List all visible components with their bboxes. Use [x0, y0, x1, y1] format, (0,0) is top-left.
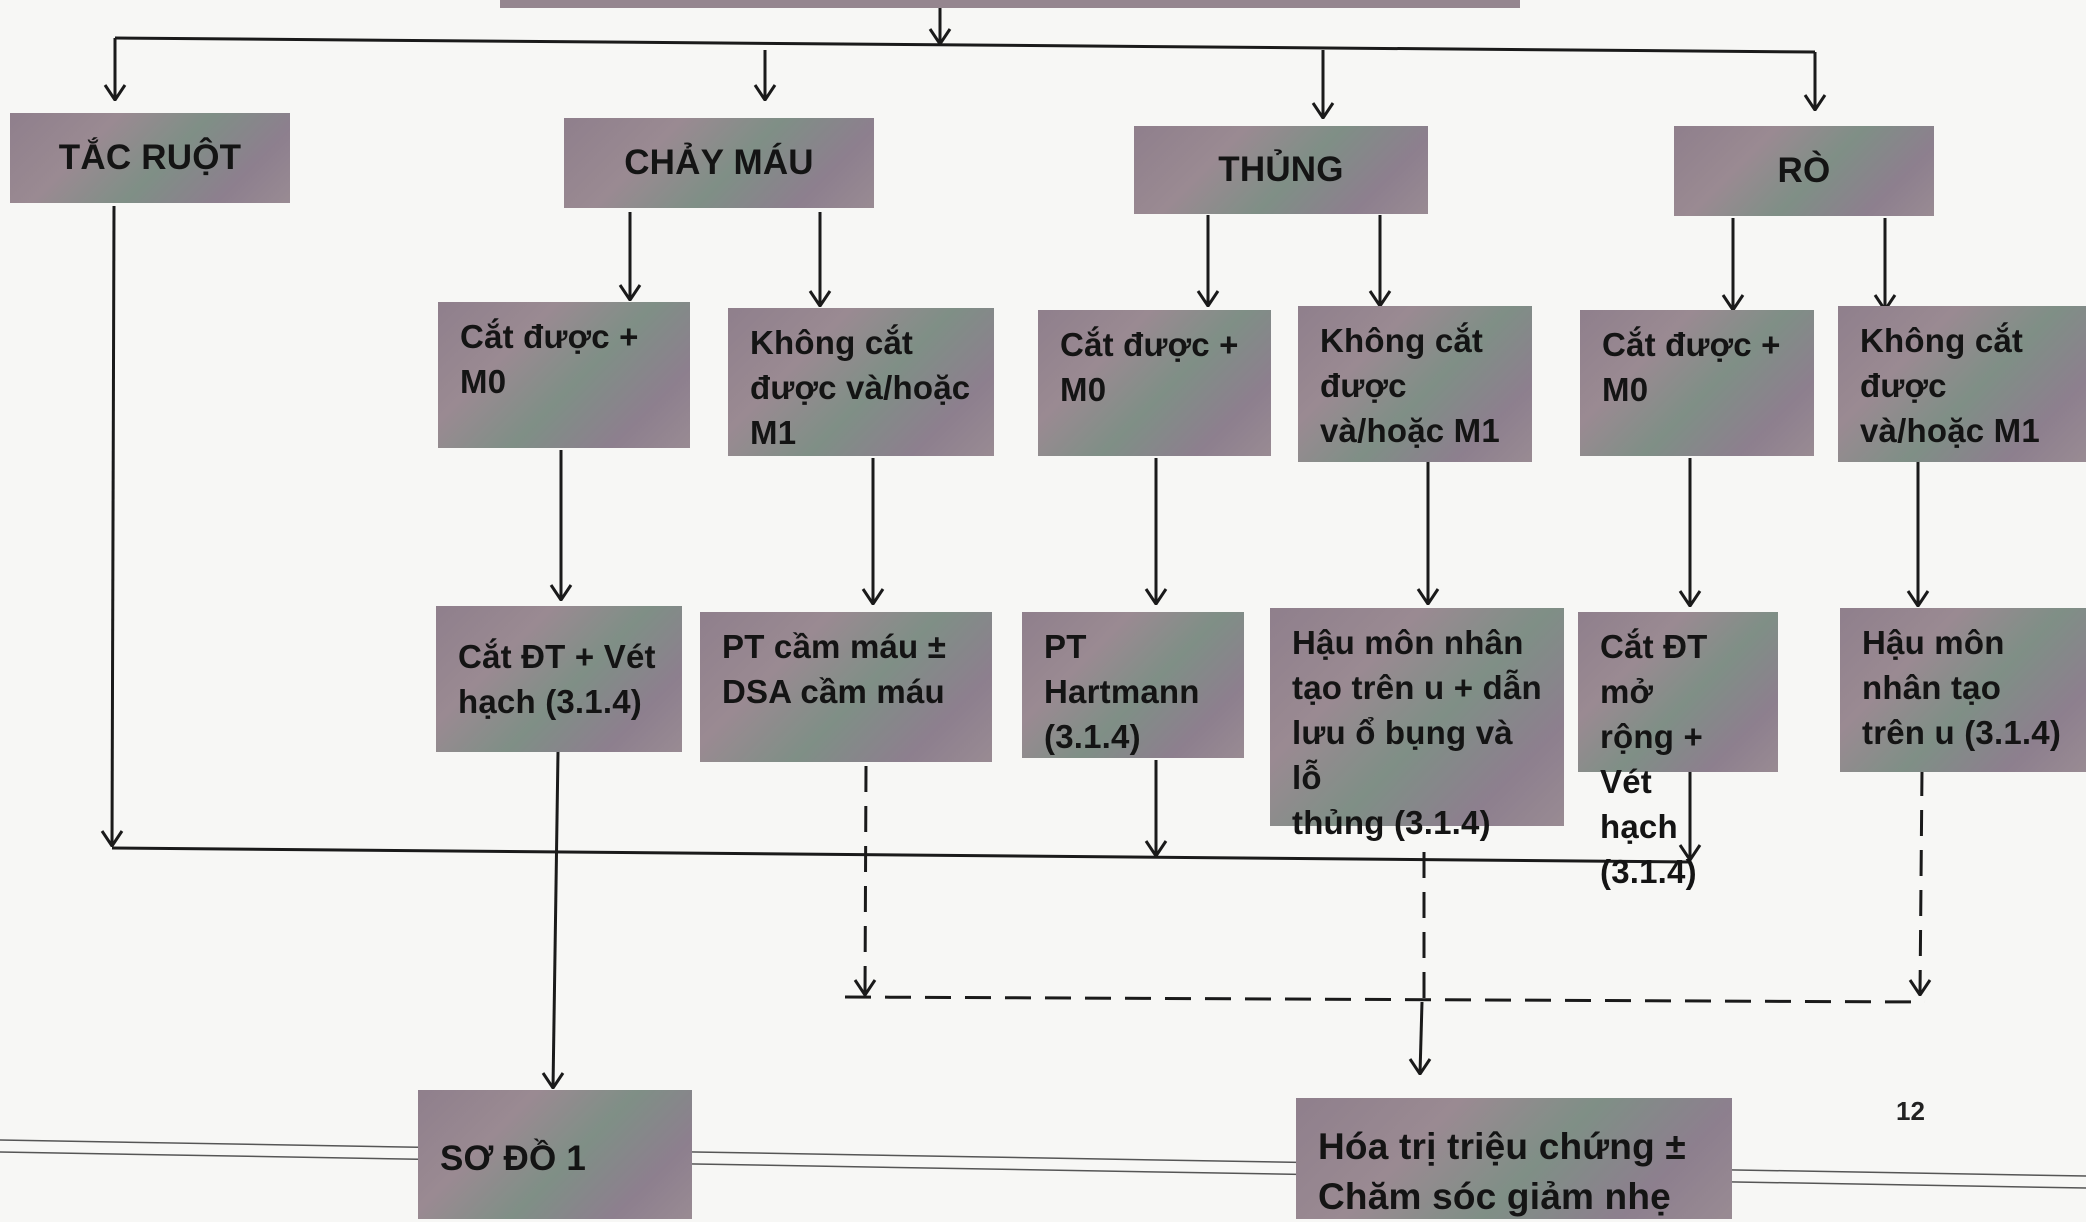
dashed-arrow-hau-mon-ro — [1920, 769, 1922, 995]
node-so-do-1: SƠ ĐỒ 1 — [418, 1090, 692, 1219]
page-rule-line-2 — [0, 1151, 2086, 1189]
node-chay-mau-cat-duoc: Cắt được + M0 — [438, 302, 690, 448]
node-thung-cat-duoc: Cắt được + M0 — [1038, 310, 1271, 456]
node-hoa-tri: Hóa trị triệu chứng ± Chăm sóc giảm nhẹ — [1296, 1098, 1732, 1219]
node-ro-cat-duoc: Cắt được + M0 — [1580, 310, 1814, 456]
node-tac-ruot: TẮC RUỘT — [10, 113, 290, 203]
node-ro: RÒ — [1674, 126, 1934, 216]
top-source-box — [500, 0, 1520, 8]
arrow-tac-ruot-down — [112, 205, 114, 846]
page-number: 12 — [1896, 1096, 1925, 1126]
node-pt-hartmann: PT Hartmann (3.1.4) — [1022, 612, 1244, 758]
node-thung-khong-cat: Không cắt được và/hoặc M1 — [1298, 306, 1532, 462]
node-pt-cam-mau: PT cầm máu ± DSA cầm máu — [700, 612, 992, 762]
arrow-to-hoa-tri — [1420, 1001, 1422, 1074]
page-rule-line — [0, 1139, 2086, 1177]
top-distribution-line — [114, 36, 1816, 54]
solid-collector-line — [111, 846, 1691, 864]
node-cat-dt-mo-rong: Cắt ĐT mở rộng + Vét hạch (3.1.4) — [1578, 612, 1778, 890]
dashed-collector-line — [844, 995, 1926, 1004]
arrow-to-so-do-1 — [553, 751, 558, 1088]
node-cat-dt-vet-hach: Cắt ĐT + Vét hạch (3.1.4) — [436, 606, 682, 752]
node-chay-mau: CHẢY MÁU — [564, 118, 874, 208]
dashed-arrow-pt-cam-mau — [865, 765, 866, 995]
node-ro-khong-cat: Không cắt được và/hoặc M1 — [1838, 306, 2086, 462]
node-thung: THỦNG — [1134, 126, 1428, 214]
node-hau-mon-thung: Hậu môn nhân tạo trên u + dẫn lưu ổ bụng… — [1270, 608, 1564, 841]
node-chay-mau-khong-cat: Không cắt được và/hoặc M1 — [728, 308, 994, 456]
node-hau-mon-ro: Hậu môn nhân tạo trên u (3.1.4) — [1840, 608, 2086, 772]
